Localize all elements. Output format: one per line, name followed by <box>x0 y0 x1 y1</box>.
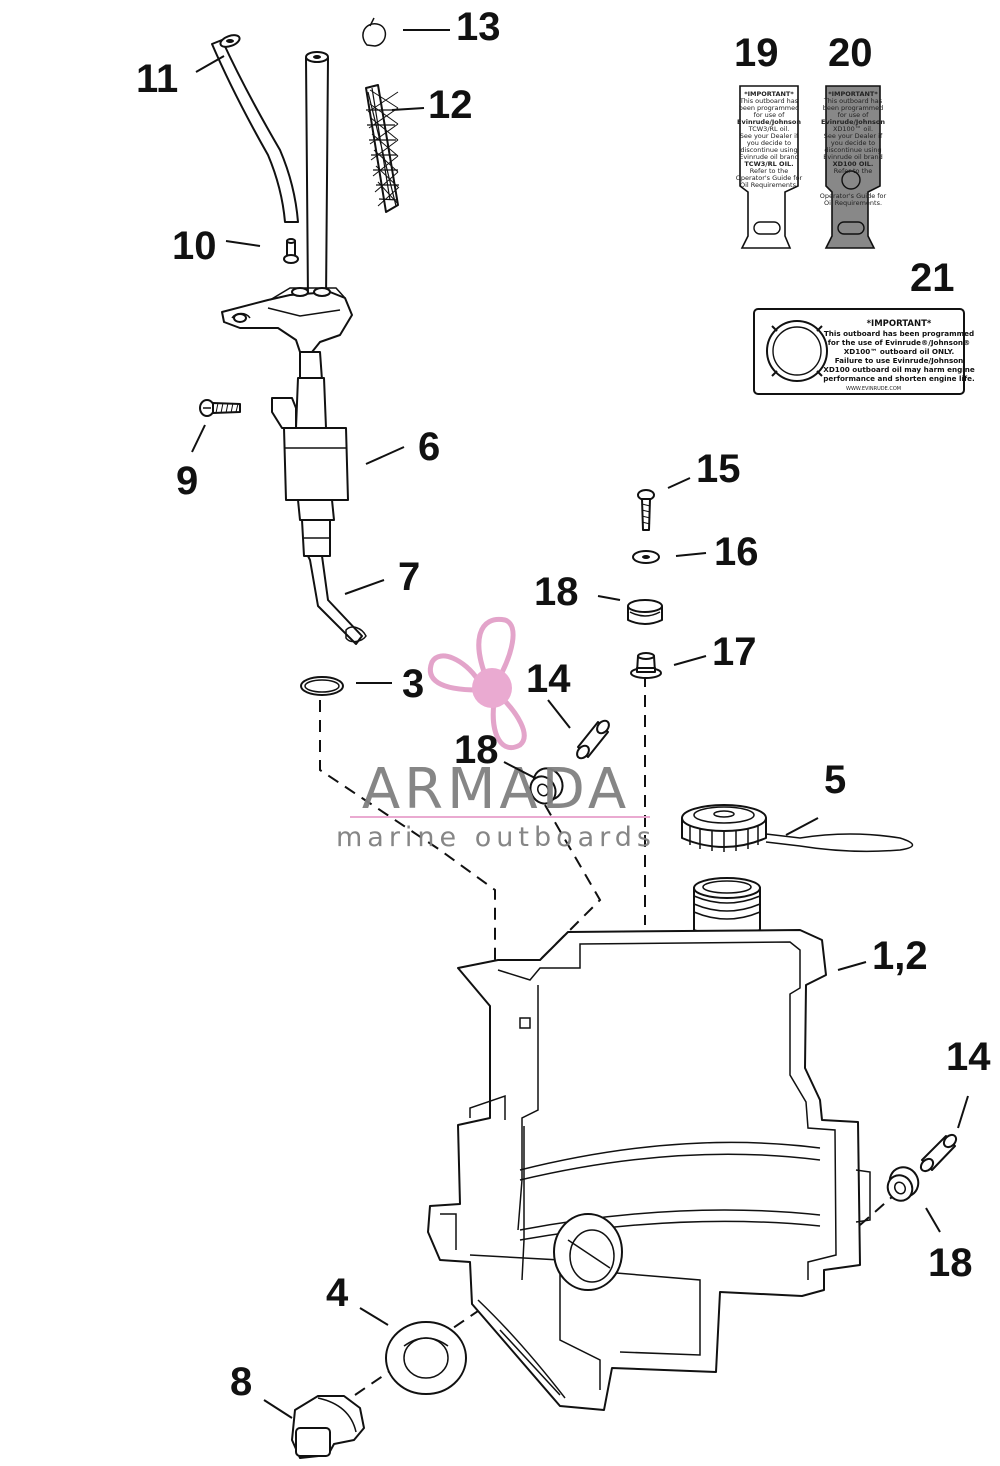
decal-21-footer: WWW.EVINRUDE.COM <box>846 386 901 392</box>
hose-vertical <box>305 51 329 301</box>
bushing-part-17 <box>630 652 662 679</box>
hose-part-11 <box>211 34 299 223</box>
decal-19-line-8: you decide to <box>747 139 791 147</box>
pin-part-14-upper <box>576 719 610 760</box>
callout-6: 6 <box>418 425 440 469</box>
sleeve-part-12 <box>365 84 400 213</box>
callout-14-right: 14 <box>946 1035 991 1079</box>
pin-part-14-right <box>919 1133 958 1173</box>
decal-19-line-13: Operator's Guide for <box>736 174 803 182</box>
oil-pump-part-6 <box>221 287 353 557</box>
callout-18-right: 18 <box>928 1241 973 1285</box>
decal-19-line-5: Evinrude/Johnson <box>737 118 801 126</box>
decal-20-line-2: This outboard has <box>823 97 883 105</box>
decal-21-line-1: *IMPORTANT* <box>867 319 932 329</box>
callout-20: 20 <box>828 31 873 75</box>
clamp-part-13 <box>362 17 387 47</box>
filler-cap-part-5 <box>681 804 914 853</box>
callout-16: 16 <box>714 530 759 574</box>
callout-9: 9 <box>176 459 198 503</box>
callout-18-upper: 18 <box>534 570 579 614</box>
callout-3: 3 <box>402 662 424 706</box>
grommet-part-4 <box>385 1321 467 1395</box>
decal-19-line-11: TCW3/RL OIL. <box>744 160 793 168</box>
decal-21-line-7: performance and shorten engine life. <box>823 374 974 383</box>
grommet-part-18-upper <box>627 599 663 625</box>
decal-19-line-10: Evinrude oil brand <box>739 153 799 161</box>
callout-5: 5 <box>824 758 846 802</box>
grommet-part-18-mid <box>529 767 564 805</box>
callout-7: 7 <box>398 555 420 599</box>
decal-19-line-2: This outboard has <box>739 97 799 105</box>
decal-20-line-8: you decide to <box>831 139 875 147</box>
callout-21: 21 <box>910 256 955 300</box>
washer-part-16 <box>632 550 660 564</box>
decal-20-line-12: Refer to the <box>834 167 873 175</box>
watermark-rule <box>350 816 650 818</box>
propeller-logo <box>427 616 527 750</box>
grommet-part-18-right <box>886 1166 920 1202</box>
decal-19-line-6: TCW3/RL oil. <box>748 125 790 133</box>
decal-20-line-1: *IMPORTANT* <box>828 90 878 98</box>
callout-10: 10 <box>172 224 217 268</box>
decal-20-line-10: Evinrude oil brand <box>823 153 883 161</box>
callout-1-2: 1,2 <box>872 934 928 978</box>
decal-20-line-13: Operator's Guide for <box>820 192 887 200</box>
o-ring-part-3 <box>300 676 344 696</box>
decal-19-line-14: Oil Requirements. <box>740 181 798 189</box>
decal-21-line-6: XD100 outboard oil may harm engine <box>823 365 975 374</box>
decal-20-line-9: discontinue using <box>824 146 881 154</box>
decal-19-line-9: discontinue using <box>740 146 797 154</box>
decal-20-text: *IMPORTANT* This outboard has been progr… <box>820 90 887 207</box>
callout-15: 15 <box>696 447 741 491</box>
oil-tank-part-1-2 <box>427 877 871 1411</box>
decal-19-line-1: *IMPORTANT* <box>744 90 794 98</box>
callout-13: 13 <box>456 5 501 49</box>
decal-part-20: *IMPORTANT* This outboard has been progr… <box>820 85 887 249</box>
decal-20-line-11: XD100 OIL. <box>833 160 874 168</box>
decal-20-line-5: Evinrude/Johnson <box>821 118 885 126</box>
callout-12: 12 <box>428 83 473 127</box>
decal-21-line-4: XD100™ outboard oil ONLY. <box>844 347 955 356</box>
decal-20-line-14: Oil Requirements. <box>824 199 882 207</box>
decal-20-line-4: for use of <box>838 111 870 119</box>
callout-labels: 11 13 12 10 9 6 7 3 14 18 15 16 18 17 5 … <box>136 5 991 1404</box>
decal-19-line-7: See your Dealer if <box>740 132 799 140</box>
pickup-tube-part-7 <box>307 555 367 645</box>
decal-19-text: *IMPORTANT* This outboard has been progr… <box>736 90 803 189</box>
screw-part-15 <box>637 489 655 531</box>
decal-part-19: *IMPORTANT* This outboard has been progr… <box>736 85 803 249</box>
decal-19-line-4: for use of <box>754 111 786 119</box>
decal-21-text: *IMPORTANT* This outboard has been progr… <box>823 319 975 392</box>
decal-20-line-3: been programmed <box>823 104 884 112</box>
decal-21-line-2: This outboard has been programmed <box>824 329 974 338</box>
screw-part-10 <box>283 238 299 264</box>
watermark-subtitle: marine outboards <box>336 822 656 853</box>
callout-11: 11 <box>136 57 178 101</box>
decal-21-line-5: Failure to use Evinrude/Johnson <box>835 356 964 365</box>
callout-19: 19 <box>734 31 779 75</box>
decal-19-line-12: Refer to the <box>750 167 789 175</box>
decal-20-line-6: XD100™ oil. <box>833 125 873 133</box>
callout-4: 4 <box>326 1271 349 1315</box>
callout-17: 17 <box>712 630 757 674</box>
callout-18-mid: 18 <box>454 728 499 772</box>
fitting-part-8 <box>291 1395 365 1459</box>
callout-14-upper: 14 <box>526 657 571 701</box>
decal-19-line-3: been programmed <box>739 104 800 112</box>
decal-21-line-3: for the use of Evinrude®/Johnson® <box>828 338 970 347</box>
watermark: ARMADA marine outboards <box>336 616 656 853</box>
screw-part-9 <box>199 399 241 417</box>
callout-8: 8 <box>230 1360 252 1404</box>
decal-part-21: *IMPORTANT* This outboard has been progr… <box>753 308 975 395</box>
leader-lines <box>191 29 969 1419</box>
decal-20-line-7: See your Dealer if <box>824 132 883 140</box>
watermark-title: ARMADA <box>362 757 630 822</box>
